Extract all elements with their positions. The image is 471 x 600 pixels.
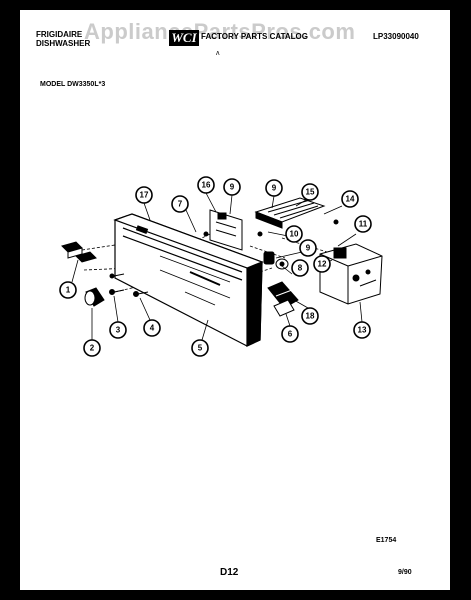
svg-text:17: 17 [140,191,149,200]
callout-5: 5 [191,339,209,357]
wci-logo: WCI [169,30,199,46]
part-callouts: 17 16 9 9 15 14 7 10 11 9 8 12 1 3 4 5 6… [59,176,372,357]
catalog-sheet: AppliancePartsPros.com FRIGIDAIRE DISHWA… [20,10,450,590]
svg-text:9: 9 [230,183,235,192]
leader-lines [71,192,363,341]
svg-text:9: 9 [272,184,277,193]
svg-text:16: 16 [202,181,211,190]
model-label: MODEL DW3350L*3 [40,81,106,88]
callout-11: 11 [354,215,372,233]
page-number: D12 [220,567,239,578]
svg-text:15: 15 [306,188,315,197]
svg-text:3: 3 [116,326,121,335]
callout-7: 7 [171,195,189,213]
figure-code: E1754 [376,537,397,544]
callout-2: 2 [83,339,101,357]
screws [109,273,149,297]
mounting-bracket [203,209,263,251]
watermark: AppliancePartsPros.com [84,19,356,44]
control-panel [113,213,264,347]
callout-4: 4 [143,319,161,337]
revision-date: 9/90 [398,569,412,576]
callout-15: 15 [301,183,319,201]
svg-text:9: 9 [306,244,311,253]
catalog-title: FACTORY PARTS CATALOG [201,32,308,41]
callout-9-c: 9 [299,239,317,257]
exploded-parts-diagram: 17 16 9 9 15 14 7 10 11 9 8 12 1 3 4 5 6… [59,176,383,357]
svg-text:2: 2 [90,344,95,353]
svg-text:7: 7 [178,200,183,209]
header-mark: ʌ [216,50,220,57]
push-buttons [61,241,97,263]
svg-text:11: 11 [359,220,368,229]
callout-8: 8 [291,259,309,277]
svg-text:5: 5 [198,344,203,353]
callout-9-a: 9 [223,178,241,196]
callout-16: 16 [197,176,215,194]
callout-10: 10 [285,225,303,243]
lever-switch [267,281,299,317]
callout-12: 12 [313,255,331,273]
svg-text:18: 18 [306,312,315,321]
brand-line-2: DISHWASHER [36,39,91,48]
knob [84,287,105,307]
svg-text:1: 1 [66,286,71,295]
brand-line-1: FRIGIDAIRE [36,30,83,39]
callout-1: 1 [59,281,77,299]
callout-3: 3 [109,321,127,339]
svg-text:12: 12 [318,260,327,269]
switch-parts [263,251,289,270]
timer-assembly [319,243,383,305]
callout-13: 13 [353,321,371,339]
logo-text: WCI [171,30,197,45]
svg-text:14: 14 [346,195,355,204]
svg-text:10: 10 [290,230,299,239]
svg-text:8: 8 [298,264,303,273]
callout-17: 17 [135,186,153,204]
svg-text:6: 6 [288,330,293,339]
callout-9-b: 9 [265,179,283,197]
callout-14: 14 [341,190,359,208]
svg-text:13: 13 [358,326,367,335]
svg-text:4: 4 [150,324,155,333]
callout-18: 18 [301,307,319,325]
catalog-number: LP33090040 [373,32,419,41]
callout-6: 6 [281,325,299,343]
